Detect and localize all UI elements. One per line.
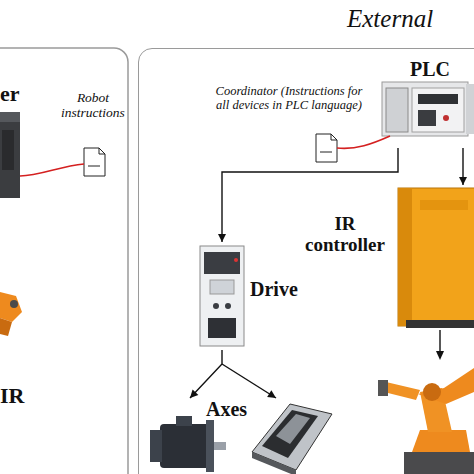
controller-cabinet (0, 112, 20, 198)
note-text: Robot instructions (58, 90, 128, 120)
device-group: Axes (148, 398, 338, 474)
device-label: Axes (206, 398, 247, 420)
device-group: IR controller (300, 185, 474, 337)
note-text: Coordinator (Instructions for all device… (213, 84, 365, 112)
red-wire (20, 164, 84, 176)
drive-device (200, 246, 244, 346)
connector-arrow (459, 148, 467, 185)
arrow (436, 330, 444, 360)
device-label: PLC (410, 58, 450, 80)
connector-arrow (190, 350, 276, 398)
document-icon (316, 134, 337, 162)
connector-line (222, 364, 276, 398)
connector-line (462, 148, 463, 185)
device-group: Drive (198, 242, 308, 350)
arrowhead (267, 390, 276, 398)
arrowhead (459, 177, 467, 185)
robot-arm (378, 368, 474, 474)
panel-heading: External (347, 5, 433, 33)
left-panel (0, 48, 128, 474)
device-label: IR (0, 384, 24, 409)
connector-arrow (218, 148, 398, 242)
connector-line (190, 350, 222, 398)
document-icon (84, 148, 105, 176)
device-label: er (0, 82, 20, 107)
device-label: Drive (250, 278, 298, 300)
device-label: IR controller (296, 213, 394, 256)
servo-motor (150, 416, 226, 472)
arrowhead (218, 234, 226, 242)
robot-arm (0, 292, 22, 336)
controller-cabinet (398, 188, 474, 328)
connector-line (222, 148, 398, 242)
linear-axis (252, 404, 332, 474)
plc-device (382, 82, 474, 136)
red-wire (337, 136, 390, 148)
arrowhead (190, 389, 198, 398)
device-group: PLC (378, 58, 474, 148)
